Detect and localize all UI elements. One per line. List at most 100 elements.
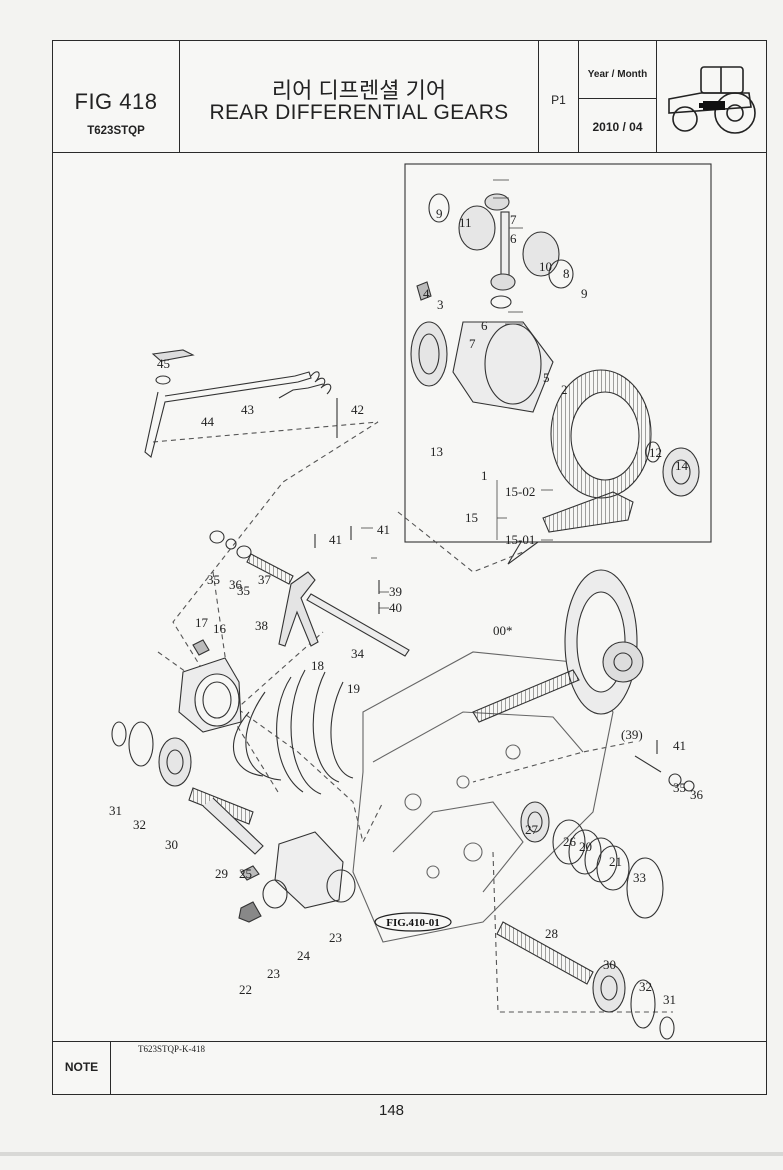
part-16-bearing-housing [178, 657, 242, 733]
callout: 7 [510, 212, 517, 227]
exploded-parts-diagram: 1 2 3 4 5 6 6 7 7 8 9 9 10 11 12 13 14 1… [109, 163, 712, 1040]
part-24-retainer-plate [274, 831, 344, 909]
callout: 16 [213, 621, 227, 636]
fig-cell: FIG 418 T623STQP [53, 41, 180, 152]
callout: 23 [329, 930, 342, 945]
callout: 35 [237, 583, 250, 598]
tractor-icon [668, 66, 756, 134]
callout: 19 [347, 681, 360, 696]
callout: 41 [377, 522, 390, 537]
callout: 9 [436, 206, 443, 221]
callout: 34 [351, 646, 365, 661]
callout: 15 [465, 510, 478, 525]
callout: (39) [621, 727, 643, 742]
callout: 9 [581, 286, 588, 301]
callout: 6 [481, 318, 488, 333]
title-english: REAR DIFFERENTIAL GEARS [209, 101, 509, 124]
issue-date: 2010 / 04 [592, 120, 643, 134]
date-cell: Year / Month 2010 / 04 [579, 41, 657, 152]
callout: 11 [459, 215, 472, 230]
callout: 17 [195, 615, 209, 630]
callout: 41 [673, 738, 686, 753]
part-34-fork-shaft [306, 593, 410, 657]
callout: 15-01 [505, 532, 535, 547]
drawing-code: T623STQP-K-418 [138, 1044, 205, 1054]
callout: 45 [157, 356, 170, 371]
differential-inset-box [404, 163, 712, 543]
callout: 36 [229, 577, 243, 592]
transmission-case [352, 651, 614, 943]
callout: 35 [673, 780, 686, 795]
callout: 39 [389, 584, 402, 599]
callout: 13 [430, 444, 443, 459]
callout: 2 [561, 382, 568, 397]
differential-assembly [472, 569, 644, 723]
callout: 3 [437, 297, 444, 312]
callout: 37 [258, 572, 272, 587]
figure-number: FIG 418 [74, 89, 158, 114]
callout: 31 [109, 803, 122, 818]
model-code: T623STQP [87, 125, 145, 137]
callout: 10 [539, 259, 552, 274]
callout: 25 [239, 866, 252, 881]
callout: 33 [633, 870, 646, 885]
callout: 15-02 [505, 484, 535, 499]
page-frame: FIG 418 T623STQP 리어 디프렌셜 기어 REAR DIFFERE… [52, 40, 767, 1095]
callout: 6 [510, 231, 517, 246]
callout: 40 [389, 600, 402, 615]
page-code-cell: P1 [539, 41, 579, 152]
note-row: NOTE [53, 1041, 766, 1095]
callout: 30 [165, 837, 178, 852]
page-number: 148 [378, 1102, 405, 1119]
part-38-shift-fork [278, 571, 319, 647]
year-month-label: Year / Month [587, 69, 648, 80]
header-table: FIG 418 T623STQP 리어 디프렌셜 기어 REAR DIFFERE… [53, 41, 766, 153]
part-45-cotter-pin [151, 349, 195, 385]
callout: 35 [207, 572, 220, 587]
callout: 12 [649, 445, 662, 460]
part-43-lever-rod [144, 371, 312, 458]
callout: 23 [267, 966, 280, 981]
callout: 4 [423, 286, 430, 301]
callout: 22 [239, 982, 252, 997]
part-28-pinion-shaft [496, 921, 594, 985]
callout: 1 [481, 468, 488, 483]
note-label-cell: NOTE [53, 1042, 111, 1095]
callout: 26 [563, 834, 577, 849]
tractor-cell [657, 41, 766, 152]
callout: 41 [329, 532, 342, 547]
callout: 43 [241, 402, 254, 417]
callout: 14 [675, 458, 689, 473]
title-korean: 리어 디프렌셜 기어 [271, 78, 447, 103]
callout: 42 [351, 402, 364, 417]
part-29-pinion-shaft [188, 787, 264, 855]
callout: 27 [525, 822, 539, 837]
reference-label: FIG.410-01 [386, 917, 439, 929]
callout: 31 [663, 992, 676, 1007]
title-cell: 리어 디프렌셜 기어 REAR DIFFERENTIAL GEARS [180, 41, 539, 152]
callout: 20 [579, 839, 592, 854]
callout: 29 [215, 866, 228, 881]
callout: 32 [639, 979, 652, 994]
callout: 36 [690, 787, 704, 802]
part-42-spring [310, 371, 338, 438]
part-30-bearing [158, 737, 192, 787]
callout: 5 [543, 370, 550, 385]
note-label: NOTE [64, 1060, 99, 1074]
part-18-19-shims [233, 669, 354, 795]
callout: 7 [469, 336, 476, 351]
callout: 24 [297, 948, 311, 963]
callout: 32 [133, 817, 146, 832]
callout: 8 [563, 266, 570, 281]
callout: 00* [493, 623, 513, 638]
scan-edge [0, 1152, 783, 1156]
reference-tag: FIG.410-01 [374, 912, 452, 932]
callout: 21 [609, 854, 622, 869]
callout: 38 [255, 618, 268, 633]
page-code: P1 [551, 93, 566, 107]
inset-parts [410, 193, 700, 533]
callout: 44 [201, 414, 215, 429]
year-month-header: Year / Month [579, 41, 656, 99]
callout: 30 [603, 957, 616, 972]
callout: 28 [545, 926, 558, 941]
